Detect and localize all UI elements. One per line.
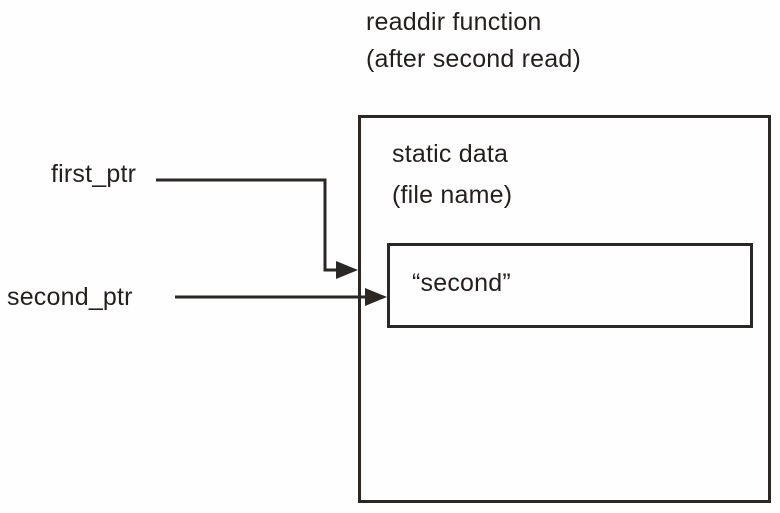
static-data-caption-line-1: static data [392, 140, 509, 168]
diagram-title-line-2: (after second read) [366, 45, 582, 73]
first-ptr-arrowhead [336, 261, 358, 279]
second-ptr-label: second_ptr [7, 283, 133, 311]
diagram-title-line-1: readdir function [366, 8, 542, 36]
file-name-slot-box [387, 243, 753, 328]
first-ptr-line [156, 178, 349, 272]
file-name-value: “second” [412, 269, 511, 297]
static-data-caption-line-2: (file name) [392, 181, 513, 209]
second-ptr-connector [175, 288, 387, 306]
static-data-caption: static data (file name) [392, 134, 512, 216]
first-ptr-label: first_ptr [51, 160, 137, 188]
diagram-title: readdir function (after second read) [366, 4, 581, 78]
first-ptr-connector [156, 178, 358, 279]
static-data-box [358, 115, 771, 503]
